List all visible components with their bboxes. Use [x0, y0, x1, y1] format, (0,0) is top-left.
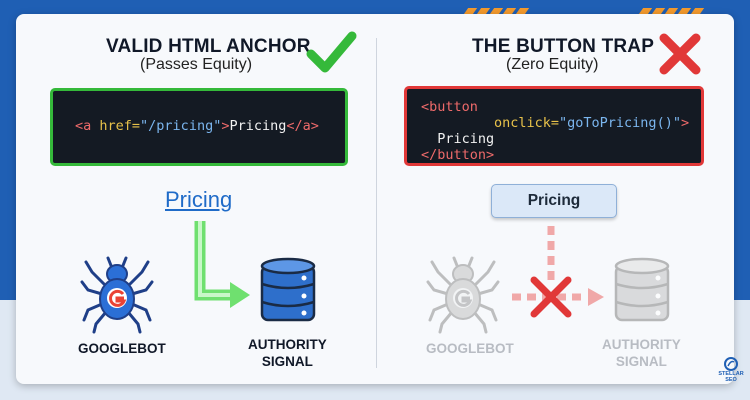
- panel-divider: [376, 38, 377, 368]
- code-tag-end: </button>: [421, 147, 495, 163]
- database-icon: [260, 257, 316, 322]
- googlebot-spider-icon: [426, 256, 500, 334]
- database-icon: [614, 257, 670, 322]
- code-text: Pricing: [437, 131, 495, 147]
- googlebot-label: GOOGLEBOT: [78, 341, 166, 356]
- code-tag-close: >: [680, 115, 690, 131]
- right-subtitle: (Zero Equity): [506, 56, 599, 73]
- check-icon: [306, 31, 357, 73]
- label-line-2: SIGNAL: [615, 354, 667, 369]
- right-title: THE BUTTON TRAP: [472, 36, 655, 57]
- logo-icon: [724, 357, 738, 371]
- code-tag-open: <button: [421, 99, 478, 115]
- code-tag-close: >: [221, 118, 230, 134]
- left-subtitle: (Passes Equity): [140, 56, 253, 73]
- label-line-2: SIGNAL: [261, 354, 313, 369]
- authority-signal-label: AUTHORITY SIGNAL: [248, 336, 327, 370]
- code-tag-end: </a>: [286, 118, 319, 134]
- googlebot-spider-icon: [80, 256, 154, 334]
- code-text: Pricing: [229, 118, 287, 134]
- code-value: "/pricing": [140, 118, 222, 134]
- logo-text-line-1: STELLAR: [718, 371, 744, 377]
- anchor-code-block: <a href="/pricing">Pricing</a>: [50, 88, 348, 166]
- equity-flow-arrow: [194, 221, 250, 308]
- googlebot-label: GOOGLEBOT: [426, 341, 514, 356]
- blocked-flow-arrow: [512, 226, 604, 318]
- cross-icon: [659, 33, 701, 75]
- pricing-button[interactable]: Pricing: [491, 184, 617, 218]
- code-attr: onclick=: [494, 115, 560, 131]
- comparison-card: VALID HTML ANCHOR (Passes Equity) <a hre…: [16, 14, 734, 384]
- code-attr: href=: [91, 118, 141, 134]
- left-title: VALID HTML ANCHOR: [106, 36, 311, 57]
- code-tag-open: <a: [75, 118, 92, 134]
- pricing-link[interactable]: Pricing: [165, 187, 233, 212]
- label-line-1: AUTHORITY: [602, 337, 681, 352]
- code-value: "goToPricing()": [559, 115, 681, 131]
- stellar-seo-logo: STELLAR SEO: [715, 355, 747, 385]
- authority-signal-label: AUTHORITY SIGNAL: [602, 336, 681, 370]
- button-code-block: <button onclick="goToPricing()"> Pricing…: [404, 86, 704, 166]
- logo-text-line-2: SEO: [725, 377, 737, 383]
- label-line-1: AUTHORITY: [248, 337, 327, 352]
